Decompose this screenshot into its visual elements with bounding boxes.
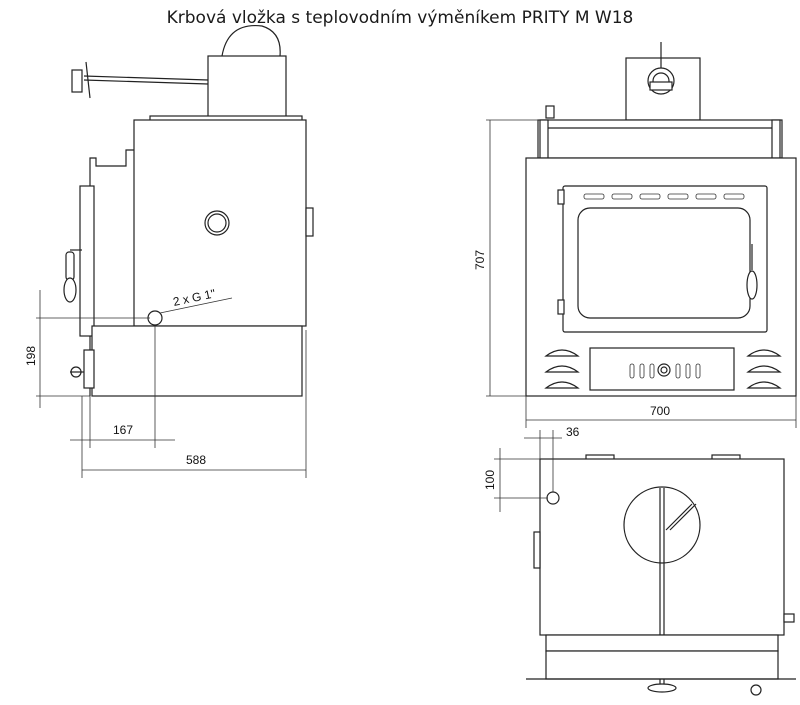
side-damper-rod	[83, 75, 209, 81]
side-door-handle	[65, 251, 75, 281]
front-view	[525, 42, 797, 397]
front-door	[562, 185, 768, 333]
side-connection-ring	[204, 210, 230, 236]
dim-707-label: 707	[473, 250, 487, 270]
side-view	[63, 24, 314, 397]
side-flue-arc	[221, 24, 281, 57]
drawing-title: Krbová vložka s teplovodním výměníkem PR…	[166, 8, 634, 28]
dim-700-label: 700	[650, 404, 670, 418]
dim-100-label: 100	[483, 470, 497, 490]
dim-588-label: 588	[186, 453, 206, 467]
side-door-panel	[79, 185, 95, 337]
front-door-glass	[577, 207, 751, 319]
top-handle	[647, 683, 677, 693]
side-dimensions: 198 167 588 2 x G 1"	[24, 286, 307, 478]
side-ash-box	[91, 325, 303, 397]
top-main-body	[539, 458, 785, 636]
dim-198-label: 198	[24, 346, 38, 366]
top-view	[526, 454, 796, 696]
front-dimensions: 707 700	[473, 119, 797, 428]
front-door-handle	[746, 270, 758, 300]
side-flue-collar	[207, 55, 287, 119]
side-main-body	[133, 119, 307, 327]
side-door-frame	[89, 149, 134, 396]
front-ash-box	[589, 347, 735, 391]
top-flue-circle	[623, 486, 701, 564]
top-front-plate	[545, 650, 779, 680]
side-damper-handle	[71, 69, 83, 93]
front-top-rail	[537, 119, 783, 159]
dim-167-label: 167	[113, 423, 133, 437]
front-door-vents	[583, 193, 745, 200]
top-dimensions: 100 36	[483, 425, 580, 512]
dim-36-label: 36	[566, 425, 580, 439]
